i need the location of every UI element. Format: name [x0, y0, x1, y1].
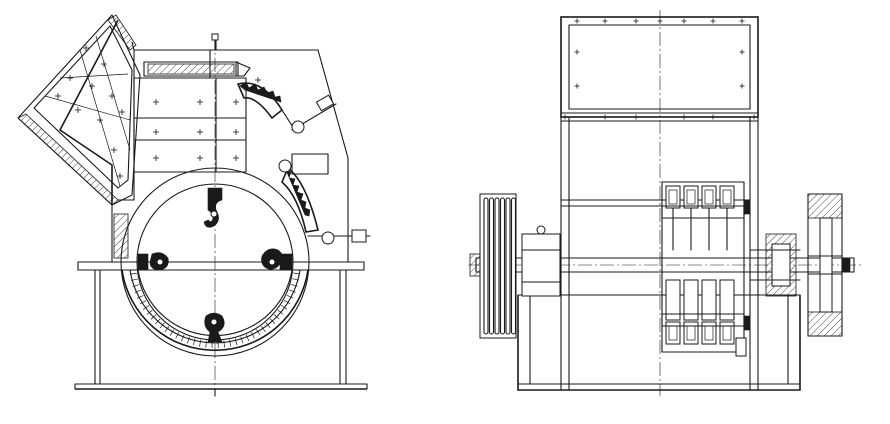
hammer-head — [701, 185, 717, 209]
grate-bar — [269, 318, 276, 324]
drive-pulley — [469, 193, 517, 339]
hammer-head — [683, 321, 699, 345]
blow-bar-bottom — [204, 312, 225, 343]
impact-curtain-lower — [281, 166, 319, 233]
hammer-arm — [665, 279, 681, 321]
grate-bar — [199, 339, 202, 347]
grate-bar — [192, 338, 196, 346]
grate-bar — [181, 334, 185, 342]
upper-casing — [560, 10, 759, 396]
top-liner-frame — [143, 61, 239, 77]
blow-bar-right — [261, 248, 293, 271]
grate-bar — [234, 338, 238, 346]
grate-bar — [229, 339, 232, 347]
flywheel — [807, 193, 851, 337]
blow-bar-top — [203, 187, 223, 228]
rotor-assembly — [110, 36, 322, 392]
grate-bar — [139, 300, 147, 305]
grate-bar — [150, 314, 157, 320]
grate-bar — [155, 318, 161, 325]
rotor-discs — [661, 181, 751, 357]
top-center-marker — [211, 33, 219, 41]
right-bearing-housing — [749, 233, 801, 297]
upper-liner-panels — [133, 35, 247, 173]
hammer-arm — [719, 279, 735, 321]
grate-bars — [129, 272, 301, 348]
grate-bar — [129, 272, 137, 275]
hammer-head — [665, 185, 681, 209]
curtain-adjust-rods — [278, 94, 371, 245]
grate-bar — [146, 309, 153, 315]
side-liner-block — [113, 213, 129, 259]
grate-bar — [169, 329, 175, 336]
grate-bar — [205, 340, 207, 348]
grate-bar — [134, 289, 142, 293]
hammer-head — [683, 185, 699, 209]
grate-bar — [164, 326, 170, 333]
grate-bar — [293, 272, 301, 275]
grate-bar — [288, 289, 296, 293]
top-liner-strip — [147, 63, 235, 75]
hammer-head — [665, 321, 681, 345]
grate-bar — [283, 299, 291, 304]
hammer-head — [701, 321, 717, 345]
grate-bar — [175, 332, 180, 339]
left-bearing-housing — [521, 225, 561, 297]
base-frame-front — [517, 199, 801, 391]
liner-bolts — [55, 45, 261, 179]
grate-bar — [256, 329, 261, 336]
feed-chute — [17, 14, 141, 206]
grate-bar — [143, 305, 150, 310]
grate-bar — [286, 294, 294, 299]
grate-bar — [132, 284, 140, 287]
grate-bar — [159, 322, 165, 329]
front-elevation-view — [468, 10, 862, 396]
hammer-head — [719, 185, 735, 209]
grate-bar — [251, 331, 255, 339]
grate-bar — [245, 334, 250, 342]
grate-bar — [240, 336, 244, 344]
grate-bar — [292, 278, 300, 281]
impact-curtain-upper — [236, 81, 297, 133]
grate-bar — [260, 325, 266, 332]
side-section-view — [17, 14, 371, 397]
grate-bar — [277, 309, 284, 315]
grate-bar — [130, 278, 138, 281]
grate-bar — [223, 340, 225, 348]
grate-bar — [280, 304, 288, 310]
grate-bar — [136, 295, 144, 299]
hammer-head — [719, 321, 735, 345]
grate-bar — [290, 283, 298, 287]
grate-bar — [273, 314, 280, 320]
hammer-arm — [683, 279, 699, 321]
grate-bar — [186, 336, 190, 344]
blow-bar-left — [137, 252, 169, 271]
grate-bar — [265, 322, 271, 329]
casing-bolts — [562, 18, 757, 120]
hammer-arm — [701, 279, 717, 321]
